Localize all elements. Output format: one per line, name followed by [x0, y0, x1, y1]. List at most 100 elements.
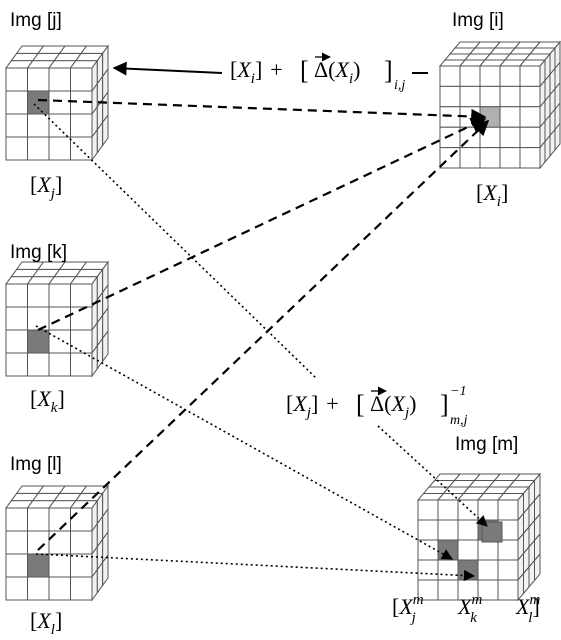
cube-front-cell — [5, 113, 28, 138]
arrow-l-to-i — [37, 119, 490, 551]
cube-front-cell — [27, 576, 50, 601]
cube-front-cell — [519, 85, 541, 108]
highlighted-pixel — [479, 106, 501, 128]
cube-front-cell — [457, 539, 479, 561]
cube-front-cell — [27, 507, 50, 532]
svg-text:[: [ — [300, 56, 309, 85]
cube-front-cell — [479, 126, 501, 149]
cube-front-cell — [27, 283, 50, 308]
cube-front-cell — [48, 352, 71, 377]
cube-front-cell — [70, 530, 93, 555]
highlighted-pixel — [27, 329, 50, 354]
cube-front-cell — [5, 530, 28, 555]
cube-front-cell — [5, 507, 28, 532]
cube-front-cell — [5, 67, 28, 92]
cube-front-cell — [417, 499, 439, 521]
cube-front-cell — [437, 559, 459, 581]
cube-front-cell — [519, 65, 541, 87]
cube-front-cell — [437, 519, 459, 541]
cube-front-cell — [70, 283, 93, 308]
cube-front-cell — [479, 147, 501, 169]
cube-front-cell — [5, 136, 28, 161]
cube-front-cell — [5, 576, 28, 601]
cube-front-cell — [5, 90, 28, 115]
cube-front-cell — [70, 507, 93, 532]
cube-front-cell — [439, 106, 461, 128]
image-m-cube — [416, 472, 542, 602]
cube-front-cell — [439, 65, 461, 87]
cube-front-cell — [439, 126, 461, 149]
cube-front-cell — [70, 67, 93, 92]
svg-text:]: ] — [440, 390, 449, 419]
cube-front-cell — [519, 126, 541, 149]
svg-text:Δ(Xi): Δ(Xi) — [314, 57, 360, 87]
cube-front-cell — [70, 576, 93, 601]
svg-text:[Xj]: [Xj] — [30, 172, 62, 202]
image-k-title: Img [k] — [10, 242, 67, 263]
svg-text:[Xl]: [Xl] — [30, 608, 62, 638]
cube-front-cell — [497, 539, 519, 561]
cube-front-cell — [70, 329, 93, 354]
svg-text:i,j: i,j — [394, 78, 405, 93]
cube-side-cell — [554, 122, 561, 152]
cube-front-cell — [70, 553, 93, 578]
connection-arrows — [33, 98, 490, 582]
cube-front-cell — [439, 85, 461, 108]
cube-front-cell — [479, 85, 501, 108]
cube-front-cell — [499, 126, 521, 149]
image-m-title: Img [m] — [455, 434, 518, 455]
svg-text:Xmk: Xmk — [457, 592, 482, 626]
cube-front-cell — [48, 329, 71, 354]
cube-front-cell — [48, 507, 71, 532]
cube-side-cell — [102, 329, 109, 363]
cube-front-cell — [27, 136, 50, 161]
cube-front-cell — [459, 65, 481, 87]
highlighted-pixel — [437, 539, 459, 561]
cube-front-cell — [48, 90, 71, 115]
cube-front-cell — [5, 553, 28, 578]
svg-text:[Xi]: [Xi] — [476, 180, 508, 210]
cube-front-cell — [5, 329, 28, 354]
cube-side-cell — [102, 113, 109, 147]
cube-front-cell — [477, 559, 499, 581]
image-l-cube — [5, 484, 109, 602]
cube-front-cell — [499, 85, 521, 108]
image-l-title: Img [l] — [10, 454, 62, 475]
svg-text:−1: −1 — [450, 384, 466, 399]
cube-front-cell — [459, 147, 481, 169]
arrow-formula-to-j — [112, 61, 223, 76]
label-xj: [Xj] — [30, 172, 62, 202]
cube-front-cell — [5, 306, 28, 331]
label-xi: [Xi] — [476, 180, 508, 210]
formula-mid: [Xj]+ [ Δ(Xj) ] −1 m,j — [286, 384, 468, 428]
cube-side-cell — [534, 552, 541, 582]
cube-front-cell — [499, 106, 521, 128]
cube-front-cell — [27, 113, 50, 138]
image-j-cube — [5, 44, 109, 162]
image-i-cube — [438, 40, 561, 170]
arrow-j-dotted-to-formula — [33, 103, 317, 379]
cube-front-cell — [497, 559, 519, 581]
highlighted-pixel — [481, 521, 503, 543]
cube-front-cell — [27, 352, 50, 377]
cube-front-cell — [48, 553, 71, 578]
svg-text:Xml]: Xml] — [515, 592, 540, 626]
label-xk: [Xk] — [30, 386, 65, 416]
cube-front-cell — [519, 106, 541, 128]
svg-text:[Xk]: [Xk] — [30, 386, 65, 416]
svg-text:m,j: m,j — [450, 413, 468, 428]
cube-front-cell — [70, 113, 93, 138]
cube-front-cell — [5, 283, 28, 308]
cube-front-cell — [457, 499, 479, 521]
cube-front-cell — [27, 67, 50, 92]
cube-front-cell — [477, 539, 499, 561]
cube-front-cell — [477, 499, 499, 521]
highlighted-pixel — [27, 553, 50, 578]
cube-front-cell — [437, 499, 459, 521]
svg-text:[Xi]+: [Xi]+ — [230, 57, 283, 87]
cube-front-cell — [457, 519, 479, 541]
cube-front-cell — [48, 530, 71, 555]
